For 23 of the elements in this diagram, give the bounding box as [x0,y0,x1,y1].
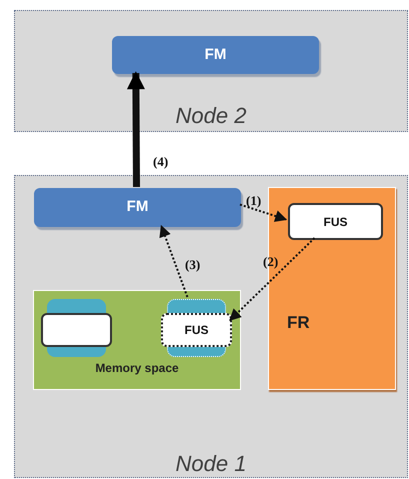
box-label: FM [126,197,148,218]
box-label: FUS [184,322,208,339]
fus-box [288,203,383,240]
process-box [112,36,319,74]
panel-title: Memory space [95,360,179,377]
fus-box [161,299,232,357]
arrow [159,224,188,298]
arrow [229,237,316,322]
panel-title: Node 1 [176,453,246,475]
arrow [126,71,145,188]
panel-title: Node 2 [176,105,246,127]
edge-label: (1) [245,193,262,208]
panel-title: FR [287,313,310,332]
box-label: FUS [324,214,348,230]
box-label: FM [204,44,226,65]
memory-panel [33,290,241,390]
node-panel [14,175,408,478]
edge-label: (4) [152,154,170,169]
empty-slot [41,299,112,357]
arrow [240,204,288,222]
node-panel [14,10,408,132]
process-box [34,188,241,227]
edge-label: (3) [184,257,202,272]
